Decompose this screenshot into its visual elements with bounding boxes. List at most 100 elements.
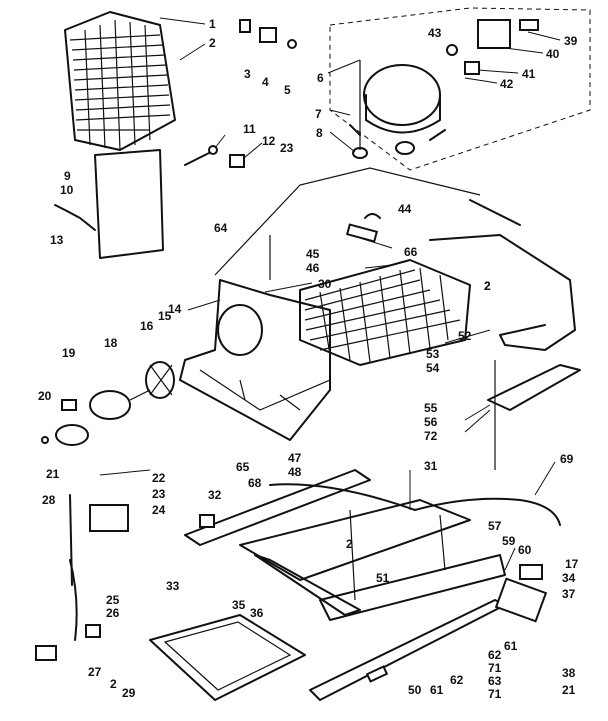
callout-33: 33 (166, 579, 180, 593)
callout-61b: 61 (430, 683, 444, 697)
callout-48: 48 (288, 465, 302, 479)
callout-62b: 62 (450, 673, 464, 687)
callout-16: 16 (140, 319, 154, 333)
clip-39 (519, 19, 539, 31)
callout-63: 63 (488, 674, 502, 688)
wire-harness (269, 483, 561, 526)
callout-51: 51 (376, 571, 390, 585)
callout-62a: 62 (488, 648, 502, 662)
callout-8: 8 (316, 126, 323, 140)
callout-21b: 21 (562, 683, 576, 697)
callout-4: 4 (262, 75, 269, 89)
callout-47: 47 (288, 451, 302, 465)
callout-23a: 23 (280, 141, 294, 155)
callout-64: 64 (214, 221, 228, 235)
callout-61a: 61 (504, 639, 518, 653)
callout-66: 66 (404, 245, 418, 259)
callout-45: 45 (306, 247, 320, 261)
callout-65: 65 (236, 460, 250, 474)
base-frame (184, 469, 506, 701)
cabinet-outline (214, 167, 496, 470)
callout-14: 14 (168, 302, 182, 316)
screw-part (287, 39, 297, 49)
callout-25: 25 (106, 593, 120, 607)
callout-44: 44 (398, 202, 412, 216)
callout-9: 9 (64, 169, 71, 183)
part-32 (199, 514, 215, 528)
bracket-part (259, 27, 277, 43)
callout-71b: 71 (488, 687, 502, 701)
callout-12: 12 (262, 134, 276, 148)
callout-59: 59 (502, 534, 516, 548)
callout-18: 18 (104, 336, 118, 350)
callout-28: 28 (42, 493, 56, 507)
callout-2c: 2 (484, 279, 491, 293)
callout-11: 11 (243, 122, 256, 136)
callout-24: 24 (152, 503, 166, 517)
overload-protector (464, 61, 480, 75)
callout-30: 30 (318, 277, 332, 291)
callout-32: 32 (208, 488, 222, 502)
callout-35: 35 (232, 598, 246, 612)
callout-38: 38 (562, 666, 576, 680)
callout-13: 13 (50, 233, 64, 247)
callout-23b: 23 (152, 487, 166, 501)
callout-19: 19 (62, 346, 76, 360)
callout-46: 46 (306, 261, 320, 275)
thermostat-clip (229, 154, 245, 168)
callout-29: 29 (122, 686, 136, 700)
clip-part (239, 19, 251, 33)
callout-3: 3 (244, 67, 251, 81)
callout-36: 36 (250, 606, 264, 620)
discharge-tube (429, 234, 576, 351)
clip-19 (61, 399, 77, 411)
heater-26 (69, 559, 78, 641)
clip-43 (446, 44, 458, 56)
callout-69: 69 (560, 452, 574, 466)
evaporator-coil (64, 11, 176, 151)
callout-26: 26 (106, 606, 120, 620)
callout-41: 41 (522, 67, 536, 81)
callout-1: 1 (209, 17, 216, 31)
tube-upper (469, 199, 521, 226)
callout-71a: 71 (488, 661, 502, 675)
callout-57: 57 (488, 519, 502, 533)
callout-42: 42 (500, 77, 514, 91)
callout-55: 55 (424, 401, 438, 415)
fan-blade (145, 361, 175, 399)
callout-39: 39 (564, 34, 578, 48)
callout-labels: 1 2 3 4 5 6 7 8 9 10 11 12 13 14 15 16 1… (38, 17, 579, 701)
part-27b (85, 624, 101, 638)
clip-44 (364, 213, 381, 219)
start-relay (494, 577, 548, 623)
callout-10: 10 (60, 183, 74, 197)
callout-72: 72 (424, 429, 438, 443)
part-50 (365, 665, 389, 683)
leader-lines (99, 17, 561, 571)
callout-2e: 2 (346, 537, 353, 551)
callout-5: 5 (284, 83, 291, 97)
callout-56: 56 (424, 415, 438, 429)
callout-60: 60 (518, 543, 532, 557)
bracket-20 (41, 424, 89, 446)
callout-52: 52 (458, 329, 472, 343)
fan-motor (89, 389, 151, 420)
callout-7: 7 (315, 107, 322, 121)
callout-6: 6 (317, 71, 324, 85)
relay-cover (477, 19, 511, 49)
callout-68: 68 (248, 476, 262, 490)
callout-15: 15 (158, 309, 172, 323)
base-pan (179, 279, 331, 441)
callout-53: 53 (426, 347, 440, 361)
callout-37: 37 (562, 587, 576, 601)
callout-2d: 2 (484, 279, 491, 293)
drain-tray (487, 364, 581, 411)
callout-31: 31 (424, 459, 438, 473)
callout-40: 40 (546, 47, 560, 61)
callout-22: 22 (152, 471, 166, 485)
callout-2b: 2 (110, 677, 117, 691)
callout-43: 43 (428, 26, 442, 40)
part-27 (35, 645, 57, 661)
callout-50: 50 (408, 683, 422, 697)
